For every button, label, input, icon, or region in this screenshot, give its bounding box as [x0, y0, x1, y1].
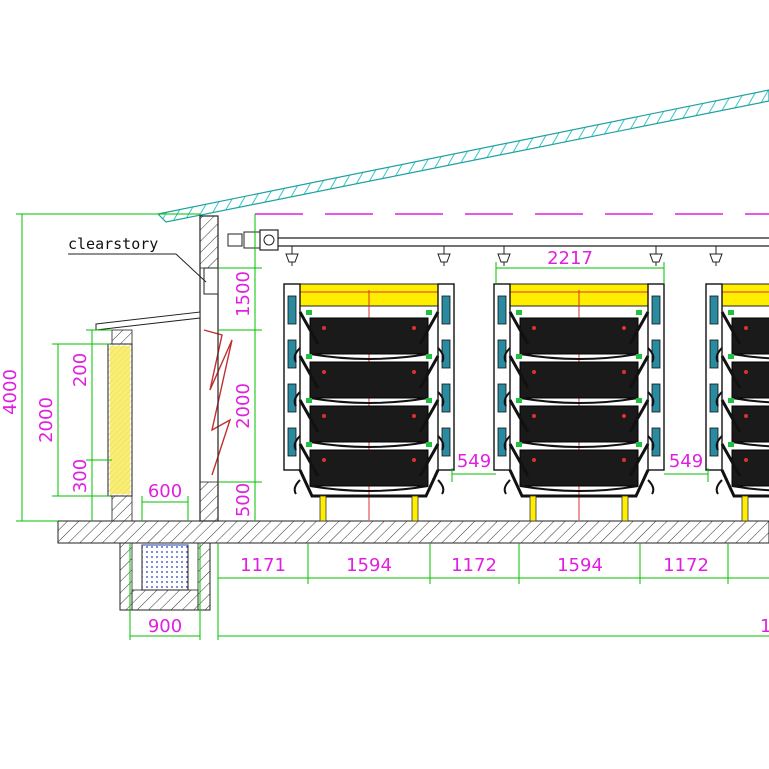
roof	[156, 89, 769, 223]
cage-battery	[493, 283, 665, 522]
clearstory-label: clearstory	[68, 235, 158, 253]
dim-foundation-width: 900	[148, 616, 182, 637]
ground-slab	[57, 520, 769, 544]
dimension-labels: 4000 2000 200 300 1500 2000 500 600 900 …	[0, 248, 769, 637]
dim-cage-width-top: 2217	[547, 248, 593, 269]
motor-icon	[227, 229, 279, 251]
dim-total-height: 4000	[0, 369, 21, 415]
cage-battery	[705, 283, 769, 522]
drinker-nozzle-icon	[285, 246, 299, 266]
clearstory-callout: clearstory	[68, 235, 207, 283]
dim-upper-wall: 1500	[233, 271, 254, 317]
dim-aisle-2: 1172	[663, 555, 709, 576]
cage-batteries	[283, 283, 769, 522]
foundation	[119, 542, 211, 611]
dim-plinth: 500	[233, 483, 254, 517]
dim-wall-opening: 2000	[36, 397, 57, 443]
dim-pad-bottom: 300	[70, 459, 91, 493]
dim-window-height: 2000	[233, 383, 254, 429]
dim-cage-2: 1594	[557, 555, 603, 576]
dim-overall-prefix: 1	[760, 616, 769, 637]
drinker-nozzle-icon	[709, 246, 723, 266]
cooling-pad-wall	[95, 311, 201, 522]
dim-aisle-1: 1172	[451, 555, 497, 576]
dim-cage-1: 1594	[346, 555, 392, 576]
drinker-nozzle-icon	[437, 246, 451, 266]
drinker-nozzles	[285, 246, 723, 266]
cage-battery	[283, 283, 455, 522]
side-wall	[199, 215, 233, 522]
water-line	[255, 237, 769, 247]
drinker-nozzle-icon	[649, 246, 663, 266]
dim-gutter-width: 600	[148, 481, 182, 502]
drinker-nozzle-icon	[497, 246, 511, 266]
dim-cage-gap-b: 549	[669, 451, 703, 472]
dim-cage-gap-a: 549	[457, 451, 491, 472]
dim-wall-to-cage: 1171	[240, 555, 286, 576]
dimension-lines	[16, 213, 769, 640]
dim-pad-top: 200	[70, 353, 91, 387]
